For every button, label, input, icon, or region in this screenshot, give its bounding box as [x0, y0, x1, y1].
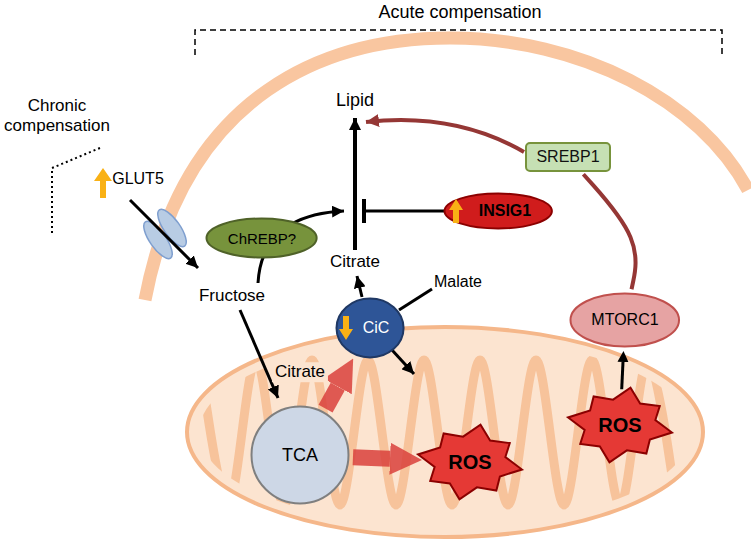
cycle-circle: TCA — [250, 405, 350, 505]
node-text: CiC — [351, 319, 390, 337]
change-arrow — [339, 316, 353, 340]
lipid-synthesis-arrow — [353, 118, 357, 250]
ros-star: ROS — [565, 385, 675, 465]
bracket-label: Acute compensation — [378, 2, 541, 23]
node-text: ROS — [598, 414, 641, 437]
protein-ellipse: ChREBP? — [205, 217, 318, 259]
bracket — [52, 148, 100, 236]
change-arrow — [449, 199, 463, 223]
node-text: SREBP1 — [536, 148, 599, 166]
cristae — [200, 360, 676, 505]
node-text: ROS — [448, 451, 491, 474]
activation-arrow — [366, 120, 524, 152]
cell-membrane — [145, 38, 748, 300]
inhibition-line — [366, 210, 452, 213]
inhibition-bar — [362, 199, 366, 223]
protein-box: SREBP1 — [525, 142, 611, 172]
protein-ellipse: MTORC1 — [569, 292, 681, 348]
connector — [353, 457, 390, 459]
flux-arrow — [240, 310, 278, 398]
transport-arrow — [392, 350, 414, 374]
flux-arrow — [130, 200, 198, 268]
node-text: TCA — [282, 445, 318, 466]
transport-arrow — [357, 276, 362, 297]
node-text: INSIG1 — [465, 202, 531, 220]
protein-label: GLUT5 — [112, 170, 164, 188]
connector — [326, 387, 338, 409]
metabolite-label: Malate — [434, 273, 482, 291]
bracket-label: Chronic compensation — [1, 96, 113, 135]
crista — [200, 360, 676, 505]
ros-star: ROS — [415, 422, 525, 502]
increase-arrow — [94, 168, 112, 198]
protein-ellipse: INSIG1 — [443, 192, 553, 230]
metabolite-label: Fructose — [199, 286, 265, 306]
connector — [622, 362, 623, 389]
metabolite-label: Citrate — [330, 252, 380, 272]
metabolite-label: Citrate — [272, 362, 328, 382]
mitochondrion — [187, 327, 703, 537]
node-text: MTORC1 — [591, 311, 658, 329]
connector — [583, 174, 635, 289]
node-text: ChREBP? — [228, 230, 296, 247]
transport-line — [399, 289, 432, 310]
bracket — [195, 30, 722, 55]
carrier-circle: CiC — [335, 297, 405, 359]
metabolite-label: Lipid — [336, 90, 374, 111]
